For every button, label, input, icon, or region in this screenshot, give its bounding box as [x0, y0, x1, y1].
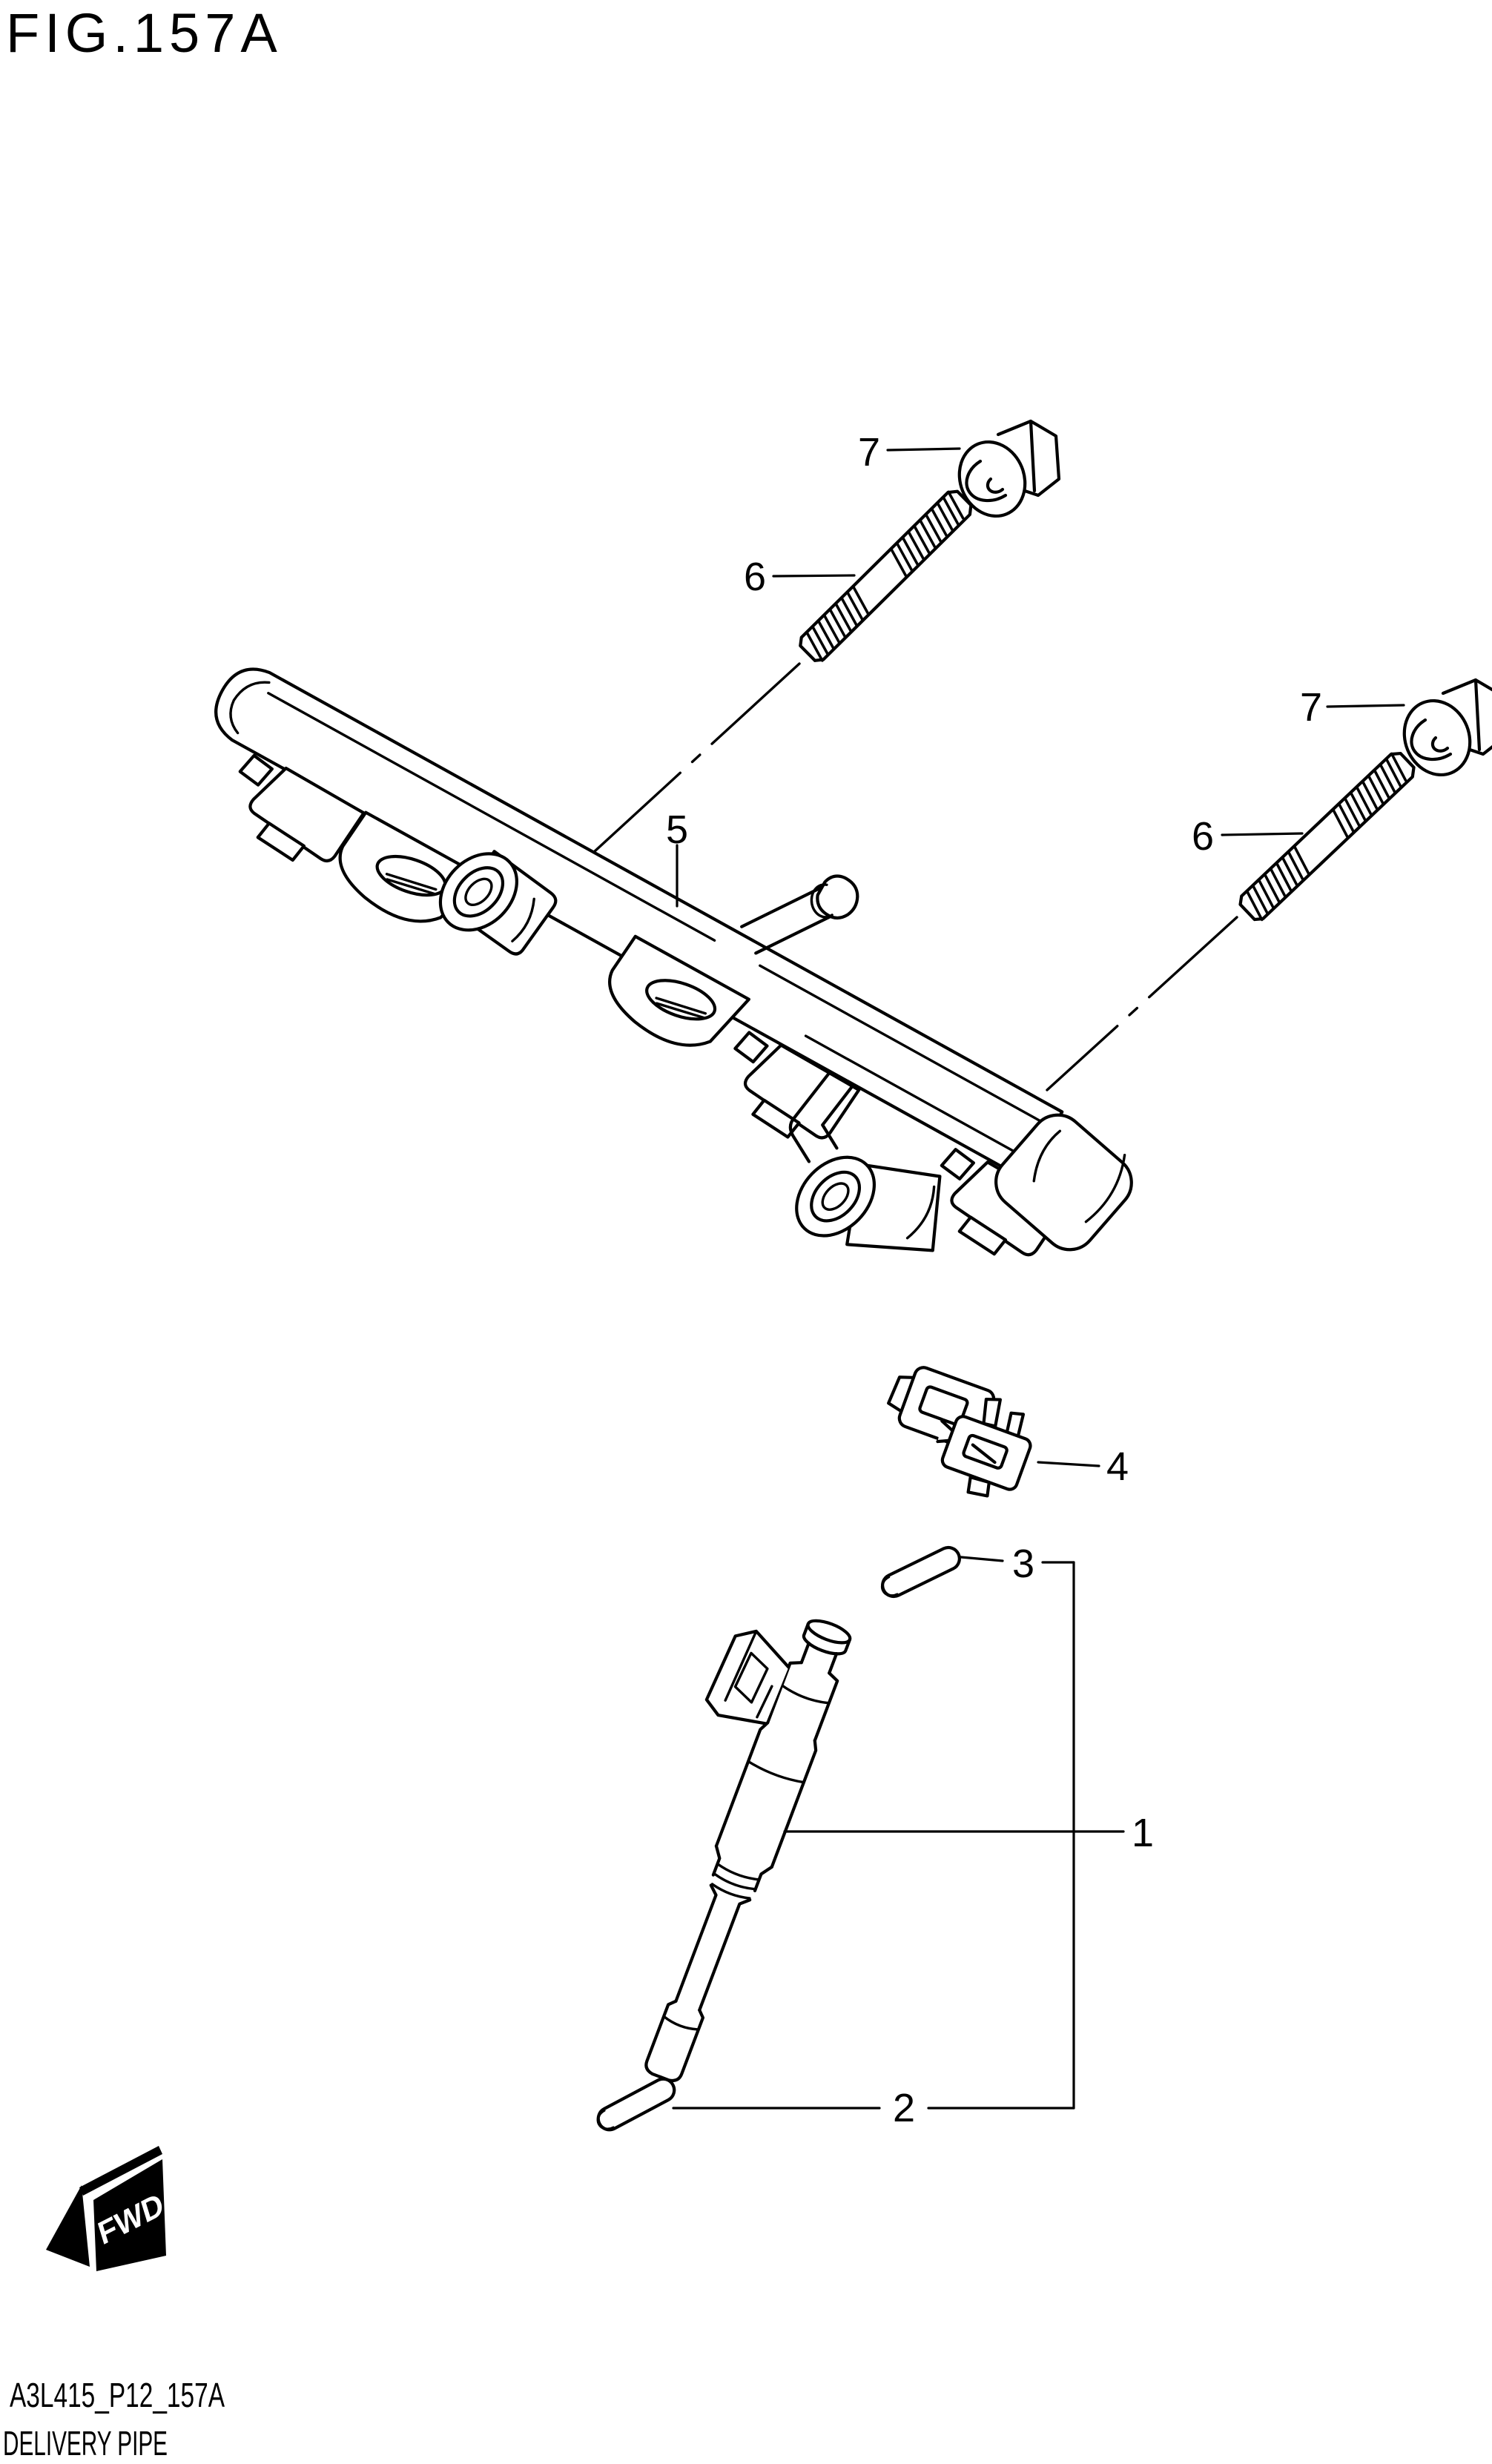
leader-clip	[1037, 1461, 1100, 1467]
leader-lines	[593, 447, 1405, 2110]
pipe-end-cap	[994, 1113, 1133, 1252]
callout-6-front: 6	[744, 555, 766, 599]
footer-sheet-title: DELIVERY PIPE	[3, 2424, 168, 2463]
nut-drawing-front	[948, 421, 1059, 526]
leader-o-ring-upper	[960, 1556, 1075, 1564]
pipe-body	[214, 667, 1064, 1181]
callout-7-front: 7	[858, 430, 880, 475]
centerline-bolt-rear	[1046, 916, 1238, 1091]
leader-nut-rear	[1326, 704, 1405, 708]
bolt-drawing-rear	[1237, 749, 1418, 923]
leader-bolt-rear	[1221, 832, 1304, 836]
nut-drawing-rear	[1393, 680, 1492, 785]
centerline-bolt-front	[593, 662, 801, 853]
callout-1: 1	[1132, 1811, 1154, 1855]
injector-boss-2	[788, 1071, 942, 1252]
o-ring-lower	[594, 2075, 679, 2134]
delivery-pipe-drawing	[127, 667, 1133, 1367]
callout-6-rear: 6	[1192, 814, 1214, 859]
callout-5: 5	[666, 807, 688, 852]
fwd-arrowhead	[46, 2185, 90, 2267]
callout-2: 2	[893, 2086, 915, 2130]
callout-7-rear: 7	[1300, 685, 1322, 730]
callout-4: 4	[1106, 1444, 1129, 1489]
injector-drawing	[644, 1619, 852, 2082]
pipe-stub	[740, 874, 859, 955]
fwd-arrow-top-edge	[79, 2146, 162, 2196]
injector-boss-1	[438, 850, 558, 956]
clip-drawing	[887, 1366, 1032, 1498]
callout-3: 3	[1012, 1542, 1034, 1586]
o-ring-upper	[878, 1544, 963, 1600]
leader-nut-front	[886, 447, 961, 452]
leader-bolt-front	[772, 574, 856, 578]
fwd-arrow-body	[93, 2159, 166, 2271]
fwd-arrow: FWD	[46, 2146, 168, 2271]
footer-sheet-code: A3L415_P12_157A	[10, 2376, 225, 2414]
figure-title: FIG.157A	[6, 2, 283, 64]
